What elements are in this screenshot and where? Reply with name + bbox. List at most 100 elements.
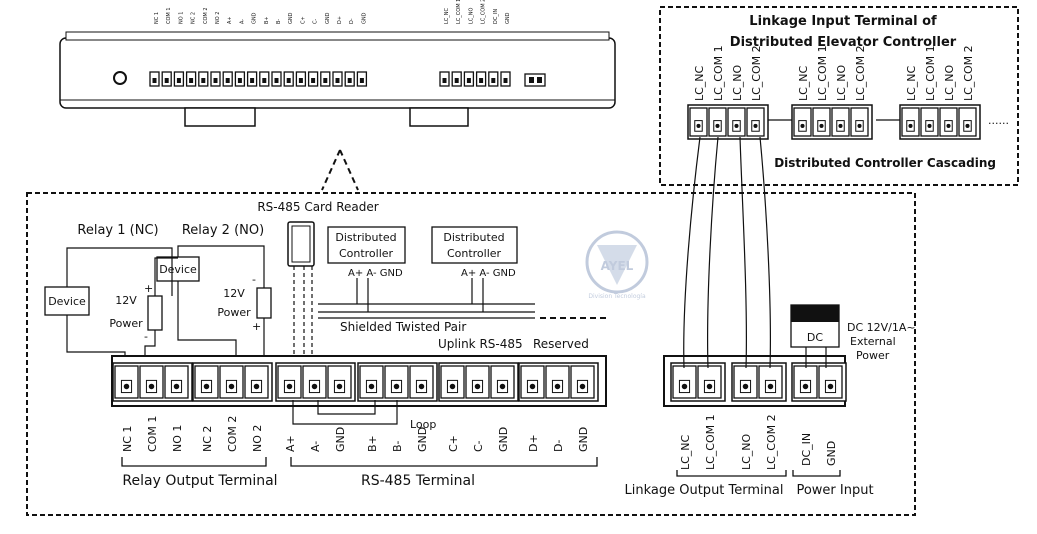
linkage-pin-label: LC_NC: [679, 434, 692, 470]
elevator-pin-label: LC_COM 1: [816, 45, 829, 101]
svg-text:A+ A- GND: A+ A- GND: [461, 268, 516, 279]
top-pin-label: B+: [264, 16, 270, 24]
top-pin-label: GND: [325, 12, 331, 24]
relay-output-label: Relay Output Terminal: [122, 473, 277, 489]
pin-label: C-: [472, 440, 485, 452]
relay1-label: Relay 1 (NC): [77, 223, 158, 238]
svg-text:Distributed: Distributed: [443, 231, 504, 244]
distributed-controller-1: Distributed Controller A+ A- GND: [327, 226, 406, 279]
rs485-wires: [293, 266, 610, 368]
svg-text:AYEL: AYEL: [601, 259, 634, 273]
top-pin-label: NO 2: [215, 12, 221, 24]
main-frame: [26, 192, 916, 516]
power-pin-label: DC_IN: [800, 433, 813, 466]
top-pin-label: D+: [337, 16, 343, 24]
device-box-1: Device: [44, 286, 90, 316]
elevator-pin-label: LC_COM 1: [712, 45, 725, 101]
top-terminal-block: [149, 71, 546, 87]
top-pin-labels: NC 1 COM 1 NO 1 NC 2 COM 2 NO 2 A+ A- GND B+ B- GND…: [154, 0, 511, 24]
svg-text:DC 12V/1A~: DC 12V/1A~: [847, 321, 916, 334]
pin-label: NO 2: [251, 425, 264, 452]
top-pin-label: COM 1: [166, 7, 172, 24]
power-supply-2: 12V Power - +: [217, 273, 272, 333]
svg-text:-: -: [252, 273, 256, 286]
svg-text:12V: 12V: [223, 287, 245, 300]
elevator-pin-label: LC_COM 2: [962, 45, 975, 101]
pin-label: GND: [334, 427, 347, 452]
top-pin-label: C-: [313, 19, 319, 24]
svg-text:DC: DC: [807, 331, 823, 344]
uplink-label: Uplink RS-485: [438, 337, 523, 351]
top-pin-label: A+: [227, 16, 233, 24]
brackets: [121, 457, 841, 477]
svg-text:Power: Power: [856, 349, 890, 362]
pin-label: COM 1: [146, 416, 159, 452]
svg-text:Controller: Controller: [339, 247, 394, 260]
linkage-pin-label: LC_COM 1: [704, 414, 717, 470]
pin-label: GND: [497, 427, 510, 452]
svg-text:Division Tecnología: Division Tecnología: [588, 293, 646, 300]
power-pin-label: GND: [825, 441, 838, 466]
linkage-wires: [683, 136, 771, 369]
relay2-label: Relay 2 (NO): [182, 223, 264, 238]
zoom-arrow: [321, 149, 359, 191]
card-reader: RS-485 Card Reader: [257, 200, 379, 267]
pin-label: B+: [366, 435, 379, 452]
top-pin-label: COM 2: [203, 7, 209, 24]
top-pin-label: LC_NC: [444, 7, 450, 24]
pin-label: B-: [391, 440, 404, 452]
pin-label: A+: [284, 435, 297, 452]
dc-power-supply: DC DC 12V/1A~ External Power: [790, 304, 916, 368]
top-pin-label: DC_IN: [493, 9, 499, 24]
top-pin-label: GND: [361, 12, 367, 24]
pin-label: GND: [416, 427, 429, 452]
elevator-pin-label: LC_COM 1: [924, 45, 937, 101]
device-top-view: NC 1 COM 1 NO 1 NC 2 COM 2 NO 2 A+ A- GND B+ B- GND…: [59, 0, 616, 127]
svg-text:+: +: [144, 282, 153, 295]
elevator-pin-labels: LC_NC LC_COM 1 LC_NO LC_COM 2 LC_NC LC_COM 1 L…: [693, 45, 975, 101]
reserved-label: Reserved: [533, 337, 589, 351]
elevator-title-line2: Distributed Elevator Controller: [730, 35, 957, 50]
main-terminal-block: [111, 355, 607, 407]
cascade-dots: ......: [988, 114, 1009, 127]
svg-text:-: -: [144, 330, 148, 343]
top-pin-label: NC 1: [154, 12, 160, 24]
power-input-label: Power Input: [796, 483, 873, 498]
loop-wires: [292, 400, 398, 425]
elevator-terminal-blocks: [687, 104, 981, 140]
elevator-pin-label: LC_NC: [905, 65, 918, 101]
pin-label: D+: [527, 434, 540, 452]
top-pin-label: NO 1: [178, 12, 184, 24]
top-pin-label: NC 2: [191, 12, 197, 24]
pin-label: GND: [577, 427, 590, 452]
top-pin-label: C+: [300, 16, 306, 24]
rs485-terminal-label: RS-485 Terminal: [361, 473, 475, 489]
power-supply-1: 12V Power + -: [109, 282, 163, 343]
top-pin-label: LC_COM 2: [481, 0, 487, 24]
elevator-pin-label: LC_NO: [835, 64, 848, 101]
card-reader-label: RS-485 Card Reader: [257, 200, 378, 214]
svg-text:Power: Power: [217, 306, 251, 319]
cascade-label: Distributed Controller Cascading: [774, 156, 996, 170]
svg-text:12V: 12V: [115, 294, 137, 307]
top-pin-label: A-: [239, 19, 245, 24]
svg-text:Device: Device: [159, 263, 197, 276]
svg-text:Power: Power: [109, 317, 143, 330]
top-pin-label: GND: [288, 12, 294, 24]
elevator-pin-label: LC_NC: [693, 65, 706, 101]
elevator-pin-label: LC_NO: [943, 64, 956, 101]
pin-label: D-: [552, 440, 565, 452]
pin-label: NC 1: [121, 426, 134, 452]
distributed-controller-2: Distributed Controller A+ A- GND: [431, 226, 518, 279]
pin-label: NO 1: [171, 425, 184, 452]
pin-label: A-: [309, 441, 322, 452]
top-pin-label: D-: [349, 18, 355, 24]
device-box-2: Device: [156, 256, 200, 282]
pin-label: NC 2: [201, 426, 214, 452]
mount-hole-icon: [113, 71, 127, 85]
svg-text:+: +: [252, 320, 261, 333]
top-pin-label: B-: [276, 19, 282, 24]
